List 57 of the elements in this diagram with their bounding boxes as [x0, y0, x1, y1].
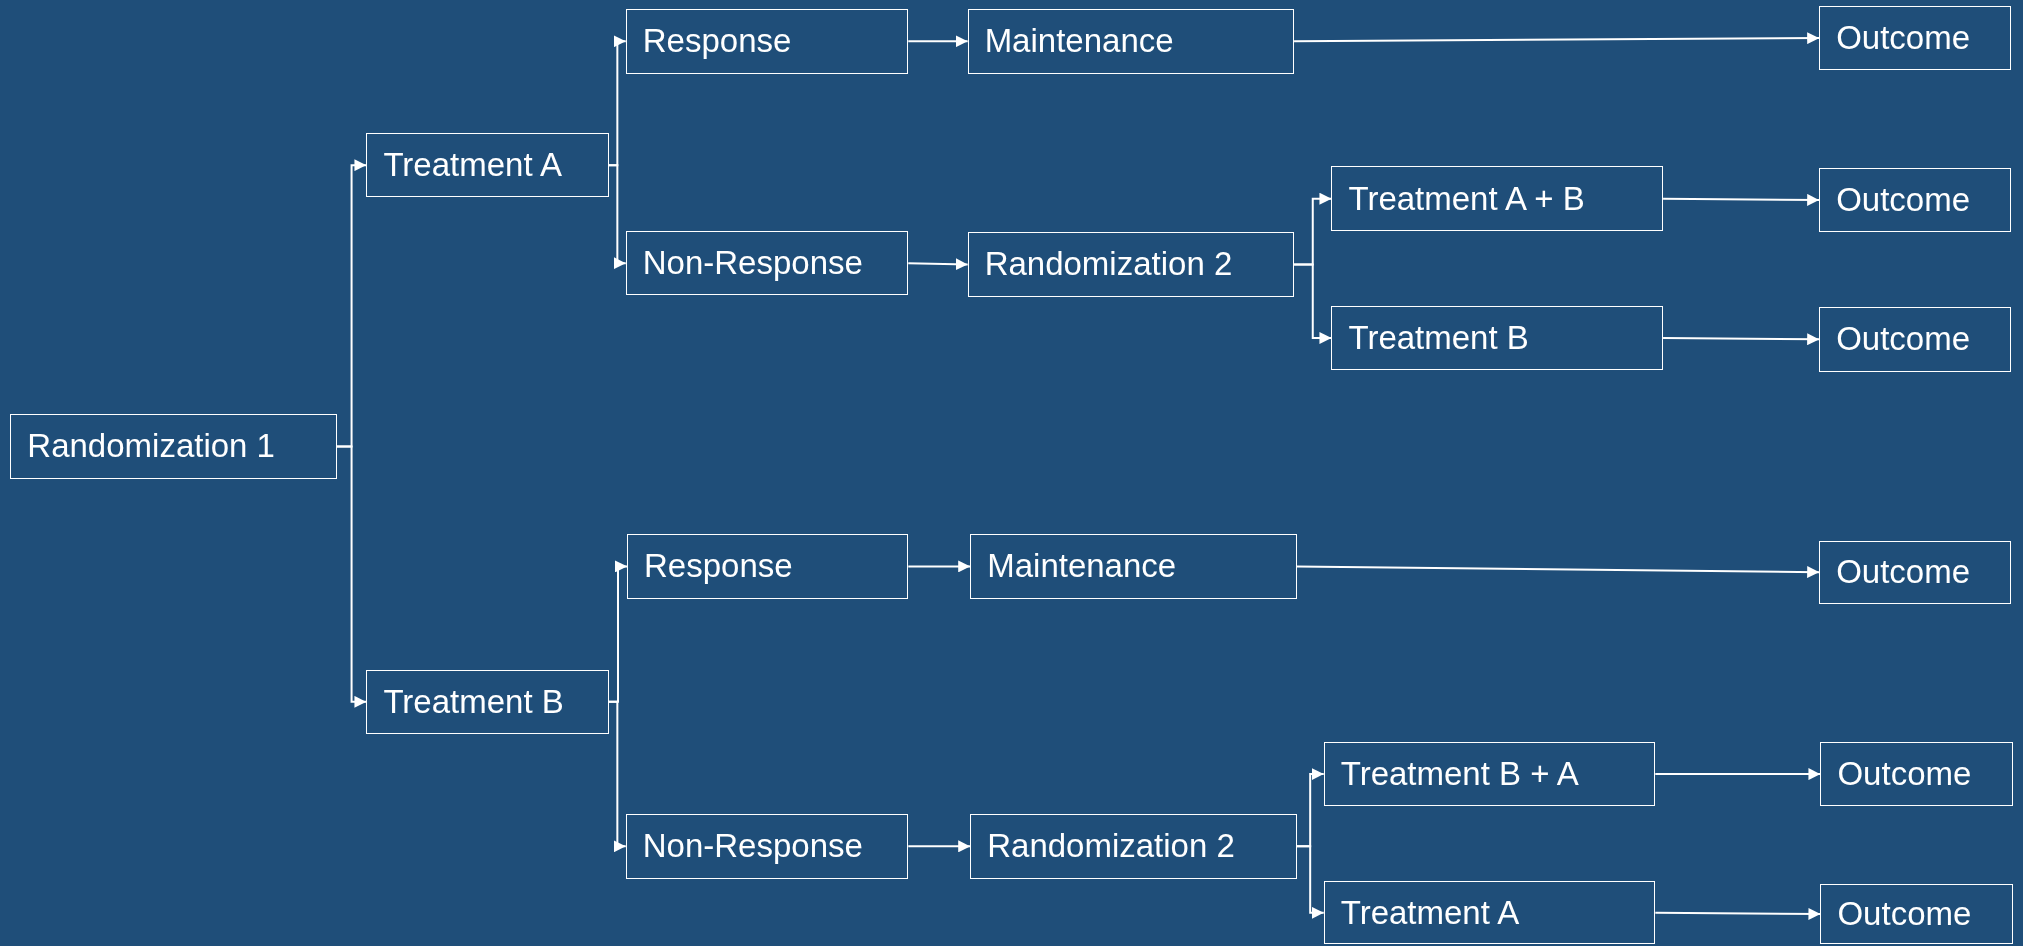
process-box — [967, 232, 1295, 297]
process-box — [1819, 540, 2012, 604]
arrow — [1662, 193, 1821, 206]
box-label: Outcome — [1837, 895, 1972, 934]
arrow — [1295, 845, 1325, 919]
process-box — [1331, 305, 1663, 371]
box-label: Randomization 2 — [984, 245, 1233, 284]
arrow — [335, 445, 368, 708]
arrow — [1293, 32, 1821, 45]
box-label: Treatment B + A — [1340, 755, 1579, 794]
process-box — [970, 534, 1297, 599]
process-box — [1820, 883, 2013, 945]
process-box — [1819, 6, 2012, 70]
box-label: Non-Response — [642, 244, 863, 283]
box-label: Maintenance — [987, 547, 1177, 586]
box-label: Non-Response — [642, 827, 863, 866]
arrow — [1293, 263, 1333, 345]
box-label: Treatment A — [1340, 893, 1520, 932]
process-box — [970, 814, 1297, 879]
process-box — [1331, 166, 1663, 231]
arrow — [907, 35, 969, 48]
box-label: Response — [642, 22, 792, 61]
arrow — [907, 840, 972, 853]
box-label: Treatment B — [383, 682, 564, 721]
arrow — [907, 258, 969, 271]
box-label: Randomization 2 — [987, 827, 1235, 866]
process-box — [967, 9, 1295, 74]
arrow — [1654, 768, 1822, 781]
process-box — [10, 414, 337, 479]
process-box — [1820, 741, 2013, 807]
process-box — [1323, 741, 1656, 807]
process-box — [366, 132, 609, 198]
process-box — [625, 230, 909, 296]
arrow — [607, 700, 627, 853]
process-box — [1323, 881, 1656, 945]
box-label: Response — [644, 547, 793, 586]
arrow — [1654, 908, 1822, 920]
process-box — [1819, 167, 2012, 233]
process-box — [1819, 307, 2012, 372]
box-label: Treatment B — [1348, 319, 1529, 357]
arrow — [607, 164, 627, 270]
box-label: Outcome — [1836, 180, 1971, 219]
arrow — [1295, 565, 1821, 579]
box-label: Treatment A — [383, 146, 562, 185]
box-label: Outcome — [1837, 755, 1972, 794]
process-box — [366, 669, 609, 735]
process-box — [627, 534, 909, 599]
box-label: Treatment A + B — [1348, 179, 1585, 218]
arrow — [907, 560, 972, 573]
box-label: Randomization 1 — [27, 427, 275, 466]
box-label: Outcome — [1836, 320, 1971, 359]
arrow — [1662, 333, 1821, 346]
box-label: Outcome — [1836, 553, 1971, 592]
process-box — [625, 9, 909, 74]
box-label: Maintenance — [984, 22, 1174, 61]
process-box — [625, 814, 909, 879]
box-label: Outcome — [1836, 19, 1971, 58]
